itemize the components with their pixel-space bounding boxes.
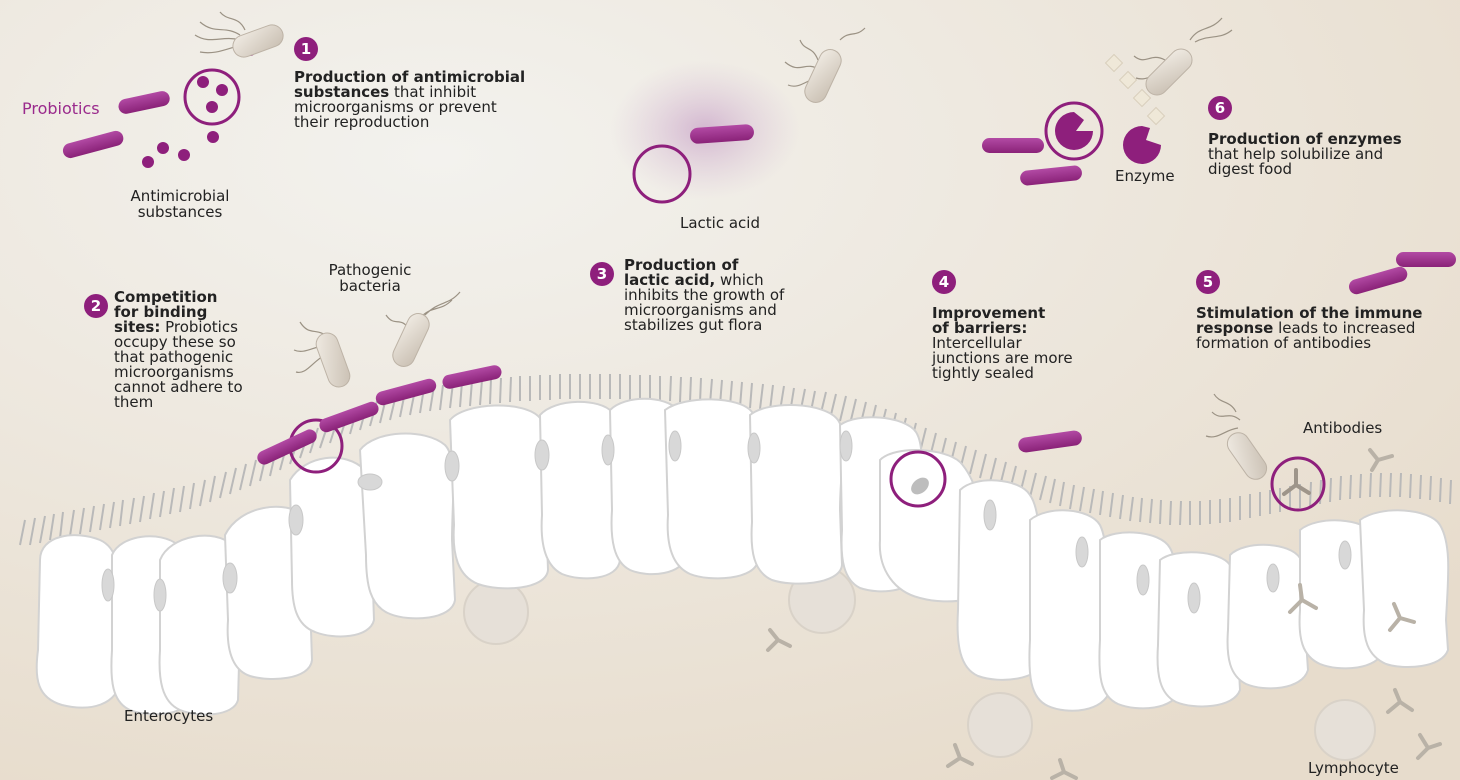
step-2-badge: 2	[84, 294, 108, 318]
enterocytes-label: Enterocytes	[124, 708, 213, 724]
step-5-text: Stimulation of the immune response leads…	[1196, 306, 1451, 351]
step-4-badge: 4	[932, 270, 956, 294]
probiotics-label: Probiotics	[22, 101, 100, 117]
pathogenic-bacteria-label: Pathogenic bacteria	[300, 262, 440, 294]
lactic-acid-label: Lactic acid	[680, 215, 760, 231]
step-5-rest-1: formation of antibodies	[1196, 334, 1371, 352]
pathogenic-line2: bacteria	[300, 278, 440, 294]
step-6-rest-2: digest food	[1208, 160, 1292, 178]
step-3-rest-3: stabilizes gut flora	[624, 316, 762, 334]
step-3-badge: 3	[590, 262, 614, 286]
step-3-text: Production of lactic acid, which inhibit…	[624, 258, 834, 333]
step-4-rest-3: tightly sealed	[932, 364, 1034, 382]
step-2-rest-5: them	[114, 393, 153, 411]
step-2-text: Competition for binding sites: Probiotic…	[114, 290, 264, 410]
antimicrobial-substances-label: Antimicrobial substances	[110, 188, 250, 220]
step-1-text: Production of antimicrobial substances t…	[294, 70, 554, 130]
antimicrobial-line1: Antimicrobial	[110, 188, 250, 204]
step-1-rest-2: their reproduction	[294, 113, 429, 131]
lymphocyte-label: Lymphocyte	[1308, 760, 1399, 776]
enzyme-label: Enzyme	[1115, 168, 1175, 184]
antimicrobial-line2: substances	[110, 204, 250, 220]
pathogenic-line1: Pathogenic	[300, 262, 440, 278]
step-6-text: Production of enzymes that help solubili…	[1208, 132, 1428, 177]
step-5-badge: 5	[1196, 270, 1220, 294]
step-1-badge: 1	[294, 37, 318, 61]
antibodies-label: Antibodies	[1303, 420, 1382, 436]
step-6-badge: 6	[1208, 96, 1232, 120]
step-4-text: Improvement of barriers: Intercellular j…	[932, 306, 1102, 381]
